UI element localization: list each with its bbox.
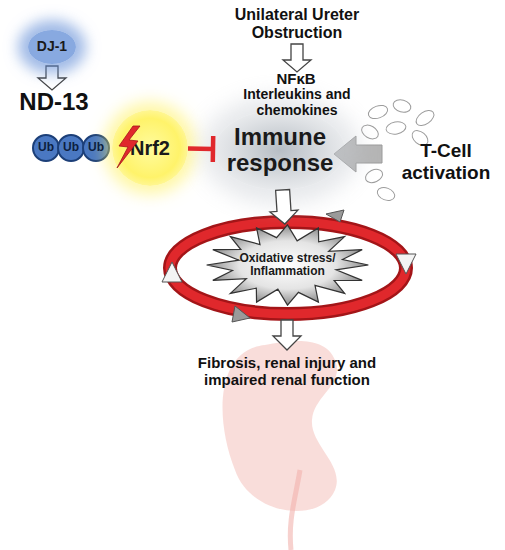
cell-label: T-Cell activation [388,140,504,184]
node-text: Ub [88,141,104,154]
t-cell-symbol [367,103,390,121]
node-text: DJ-1 [37,39,67,54]
t-cell-symbol [392,98,412,114]
inhibition-connector [188,136,213,162]
down-arrow [38,66,66,90]
t-cell-symbol [413,107,436,128]
block-arrow [270,190,298,224]
down-arrow [273,320,301,350]
immune-glow: Immune response [215,110,345,190]
starburst-shape [207,225,369,305]
factor-label: NFκB [246,70,346,87]
ubiquitin-circle: Ub [57,134,85,162]
cause-label: Unilateral Ureter Obstruction [207,6,387,43]
ureter-line [290,470,300,550]
cycle-arrowhead [396,254,416,274]
node-text: Nrf2 [130,137,170,159]
lightning-bolt [117,126,140,168]
cycle-arrowhead [326,210,344,222]
t-cell-symbol [385,120,407,135]
node-text: Immune response [215,124,345,177]
ubiquitin-circle: Ub [82,134,110,162]
nrf2-glow: Nrf2 [112,110,188,186]
cycle-ring-shadow [170,222,406,314]
t-cell-symbol [359,122,381,141]
factor-label: Interleukins and chemokines [224,86,370,118]
cycle-arrowhead [232,306,250,322]
cycle-arrowhead [162,262,182,282]
t-cell-symbol [375,185,396,202]
t-cell-symbol [363,167,384,185]
ubiquitin-circle: Ub [32,134,60,162]
node-text: Ub [63,141,79,154]
node-text: Oxidative stress/ Inflammation [225,252,350,278]
node-text: Ub [38,141,54,154]
protein-glow: DJ-1 [28,30,76,64]
starburst-node: Oxidative stress/ Inflammation [205,224,370,306]
outcome-label: Fibrosis, renal injury and impaired rena… [170,354,404,389]
protein-label: ND-13 [14,88,94,116]
down-arrow [283,44,311,72]
cycle-ring [170,222,406,314]
